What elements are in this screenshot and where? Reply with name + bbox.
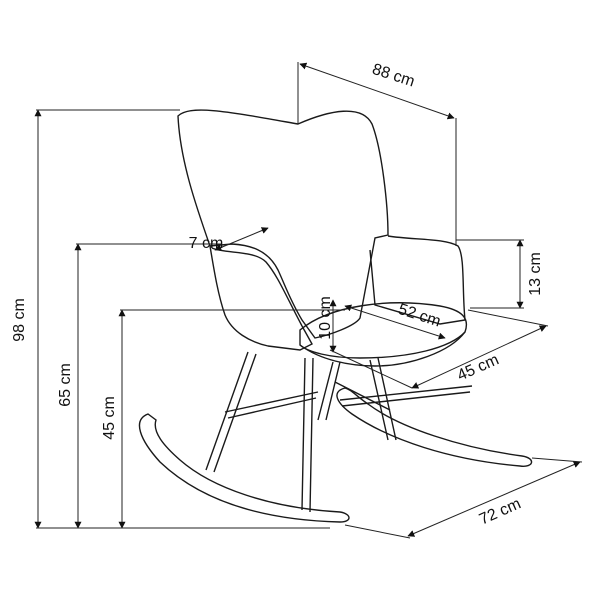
chair-rocker-left	[138, 413, 350, 523]
chair-backrest-inner	[211, 247, 303, 327]
dim-back-thickness	[214, 227, 269, 251]
chair-leg-front-left	[205, 351, 257, 473]
ext-line-base-length-b	[531, 457, 583, 463]
label-seat-depth: 45 cm	[455, 351, 502, 384]
label-back-thickness: 7 cm	[189, 235, 224, 252]
chair-crossbar-left	[224, 391, 319, 419]
chair-rocker-right	[336, 387, 533, 467]
dim-seat-depth	[411, 325, 547, 389]
chair-leg-front-right	[301, 357, 314, 513]
chair-leg-back-left	[317, 361, 341, 421]
chair-left-arm	[209, 245, 313, 351]
label-height-total: 98 cm	[11, 298, 28, 342]
chair-illustration	[138, 109, 533, 523]
label-armrest-height: 13 cm	[527, 252, 544, 296]
ext-line-seat-depth-a	[329, 349, 413, 389]
ext-line-seat-depth-b	[467, 309, 549, 327]
label-base-length: 72 cm	[477, 495, 524, 528]
ext-line-base-length-a	[344, 524, 411, 539]
label-seat-thickness: 10 cm	[317, 296, 334, 340]
chair-crossbar-right	[339, 385, 473, 407]
label-height-seat: 45 cm	[101, 396, 118, 440]
dimension-lines	[34, 62, 583, 539]
label-width-total: 88 cm	[370, 61, 417, 91]
dim-base-length	[407, 461, 581, 537]
chair-crossbar-middle	[334, 381, 391, 411]
label-height-armrest: 65 cm	[57, 363, 74, 407]
dim-width-total	[299, 62, 455, 120]
chair-backrest	[177, 109, 389, 339]
chair-leg-back-right	[369, 357, 397, 441]
